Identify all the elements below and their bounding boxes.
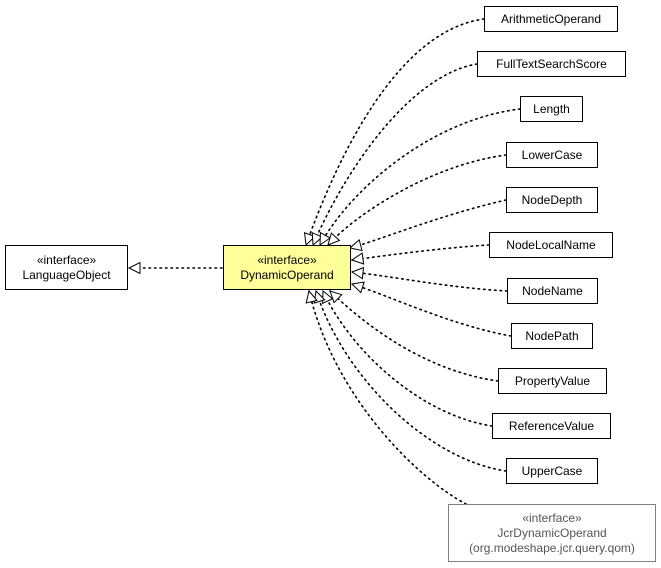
jcr-dynamic-operand-stereotype: «interface» <box>522 510 582 525</box>
arrowhead-property-value <box>329 290 343 304</box>
edge-jcr-dynamic-operand-to-dynamic-operand <box>308 290 467 505</box>
length-label: Length <box>533 101 570 116</box>
node-node-local-name[interactable]: NodeLocalName <box>489 232 613 258</box>
arrowhead-node-name <box>350 266 365 280</box>
node-node-path[interactable]: NodePath <box>511 323 593 349</box>
node-lower-case[interactable]: LowerCase <box>506 142 598 168</box>
arrowhead-node-local-name <box>350 252 365 265</box>
language-object-name: LanguageObject <box>22 267 111 282</box>
full-text-search-score-label: FullTextSearchScore <box>496 56 607 71</box>
arrowhead-length <box>319 231 332 246</box>
node-node-name[interactable]: NodeName <box>507 278 598 304</box>
arrowhead-node-path <box>350 281 365 294</box>
dynamic-operand-stereotype: «interface» <box>257 252 317 267</box>
arrowhead-node-depth <box>348 238 363 252</box>
arrowhead-jcr-dynamic-operand <box>305 289 318 304</box>
edge-arithmetic-operand-to-dynamic-operand <box>305 18 485 246</box>
arrowhead-reference-value <box>322 289 334 305</box>
property-value-label: PropertyValue <box>514 373 591 388</box>
node-jcr-dynamic-operand[interactable]: «interface» JcrDynamicOperand (org.modes… <box>448 504 656 562</box>
upper-case-label: UpperCase <box>521 463 583 478</box>
edge-full-text-search-score-to-dynamic-operand <box>312 63 478 246</box>
reference-value-label: ReferenceValue <box>508 418 595 433</box>
node-length[interactable]: Length <box>520 96 583 122</box>
edge-property-value-to-dynamic-operand <box>329 290 499 382</box>
edge-node-name-to-dynamic-operand <box>351 271 508 292</box>
jcr-dynamic-operand-package: (org.modeshape.jcr.query.qom) <box>469 540 635 555</box>
node-name-label: NodeName <box>522 283 583 298</box>
node-depth-label: NodeDepth <box>521 192 583 207</box>
edge-lower-case-to-dynamic-operand <box>327 154 507 246</box>
lower-case-label: LowerCase <box>521 147 583 162</box>
arrowhead-lower-case <box>327 232 341 246</box>
edge-node-path-to-dynamic-operand <box>351 283 512 337</box>
node-dynamic-operand[interactable]: «interface» DynamicOperand <box>223 245 351 290</box>
node-upper-case[interactable]: UpperCase <box>506 458 598 484</box>
jcr-dynamic-operand-name: JcrDynamicOperand <box>497 525 607 540</box>
edge-reference-value-to-dynamic-operand <box>322 290 493 427</box>
node-arithmetic-operand[interactable]: ArithmeticOperand <box>484 6 618 32</box>
language-object-stereotype: «interface» <box>36 252 97 267</box>
dynamic-operand-name: DynamicOperand <box>240 267 334 282</box>
edge-node-local-name-to-dynamic-operand <box>351 244 490 261</box>
edge-node-depth-to-dynamic-operand <box>349 199 507 249</box>
node-property-value[interactable]: PropertyValue <box>498 368 607 394</box>
node-language-object[interactable]: «interface» LanguageObject <box>5 245 128 290</box>
node-node-depth[interactable]: NodeDepth <box>506 187 598 213</box>
node-local-name-label: NodeLocalName <box>506 237 596 252</box>
node-full-text-search-score[interactable]: FullTextSearchScore <box>477 51 626 77</box>
node-path-label: NodePath <box>525 328 579 343</box>
arithmetic-operand-label: ArithmeticOperand <box>500 11 602 26</box>
edge-length-to-dynamic-operand <box>319 108 521 246</box>
edge-upper-case-to-dynamic-operand <box>315 290 507 472</box>
node-reference-value[interactable]: ReferenceValue <box>492 413 611 439</box>
arrowhead-full-text-search-score <box>311 231 324 247</box>
arrowhead-language-object <box>127 261 141 275</box>
